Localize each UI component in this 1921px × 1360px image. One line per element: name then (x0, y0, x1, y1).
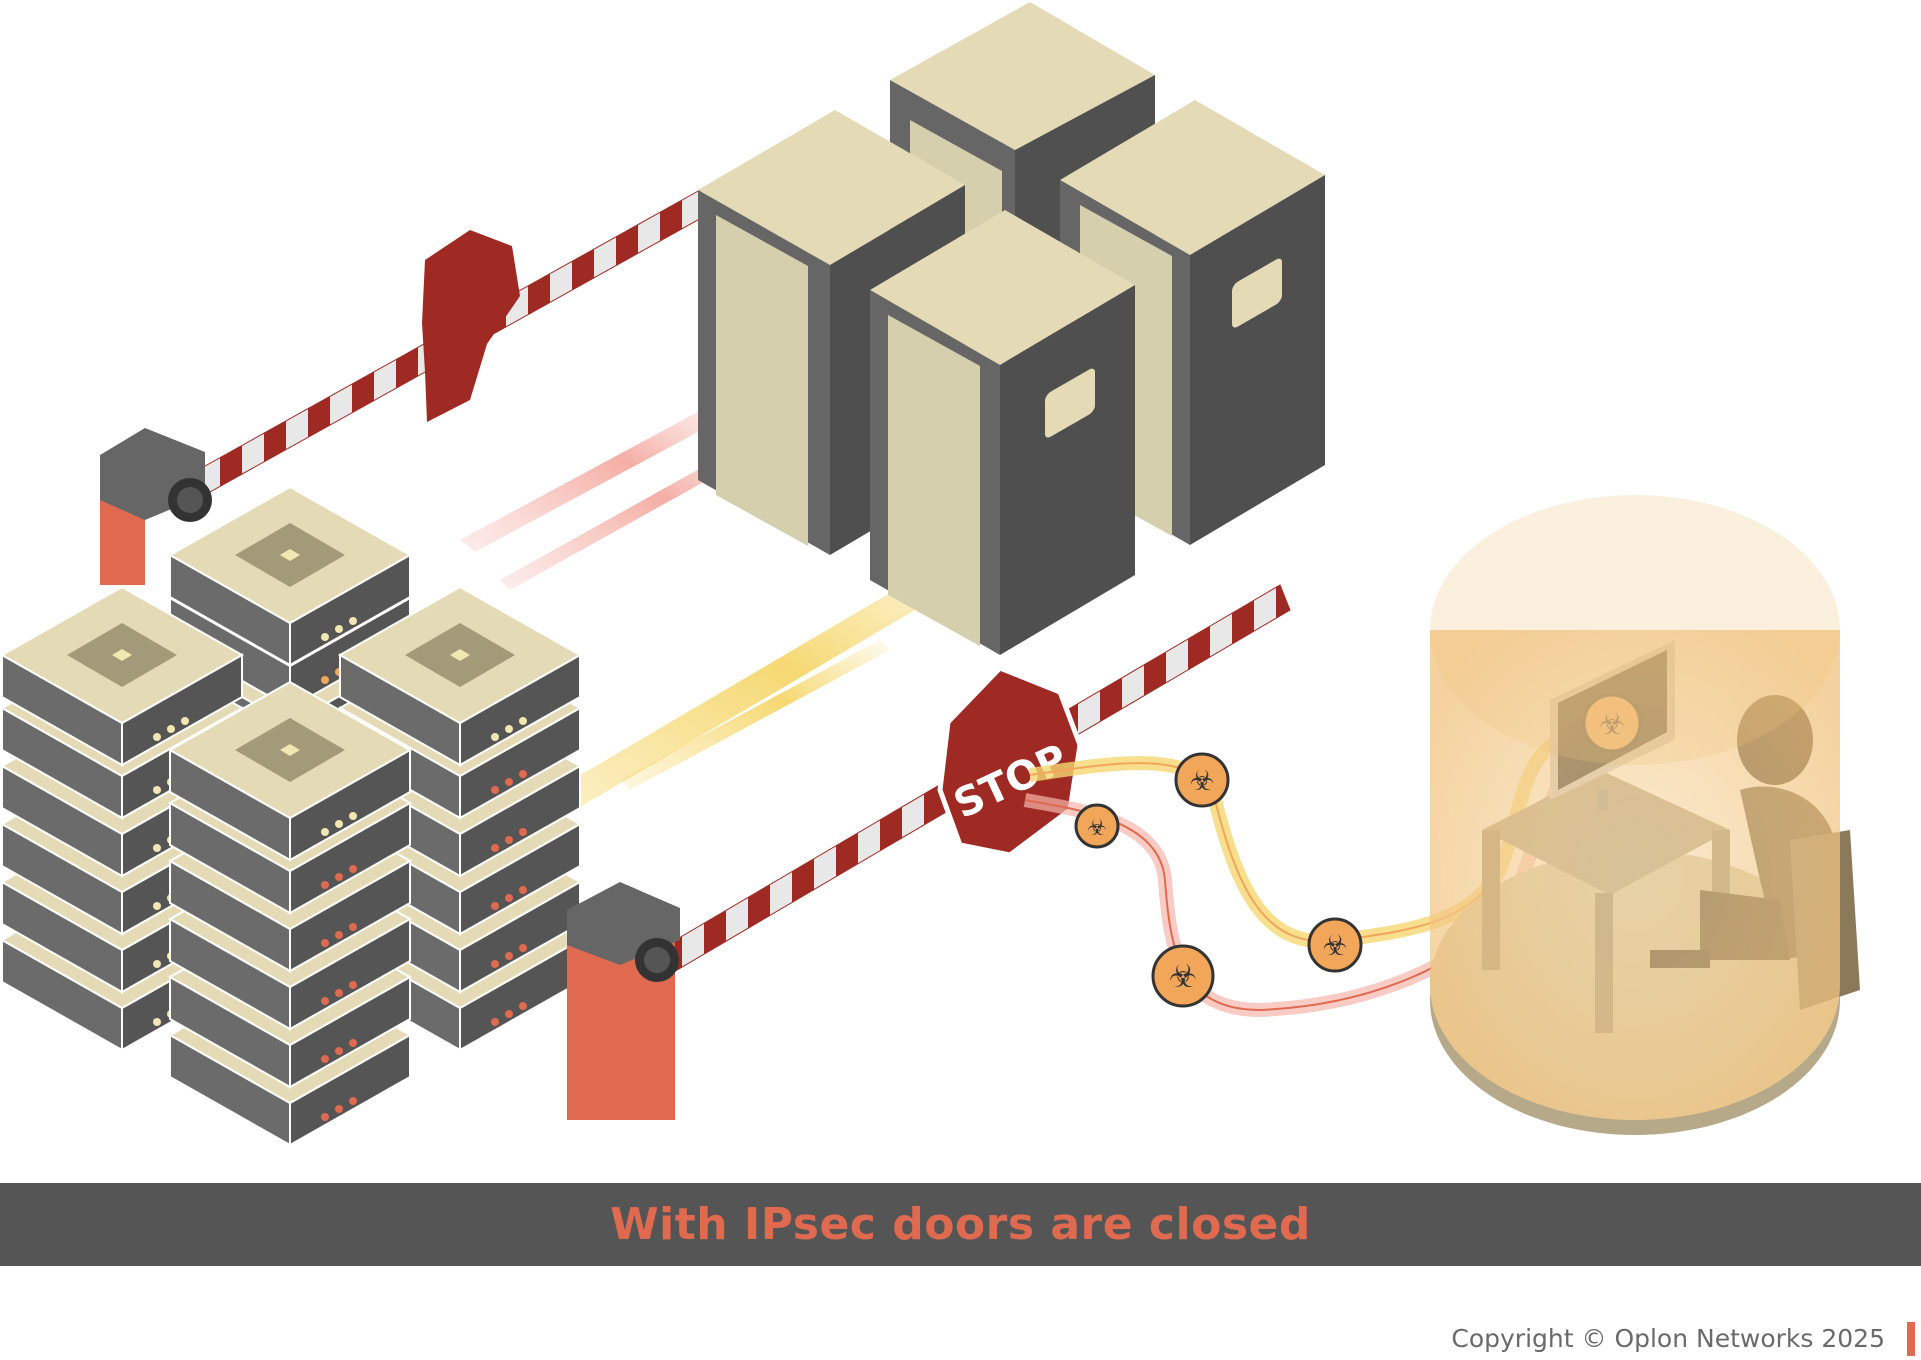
data-beams (460, 400, 1000, 860)
svg-text:☣: ☣ (1169, 957, 1198, 995)
server-stacks (0, 485, 583, 1147)
hacker-workstation: ☣ (1430, 495, 1860, 1135)
security-shield (1430, 495, 1840, 1120)
svg-text:☣: ☣ (1087, 816, 1107, 841)
server-unit (0, 585, 245, 767)
server-unit (167, 485, 413, 667)
server-unit (167, 680, 413, 862)
caption-text: With IPsec doors are closed (610, 1199, 1311, 1250)
stop-sign: STOP (937, 665, 1083, 858)
svg-text:☣: ☣ (1189, 764, 1214, 797)
server-racks (698, 2, 1325, 655)
biohazard-coin-icon: ☣ (1151, 944, 1215, 1008)
biohazard-coin-icon: ☣ (1074, 803, 1120, 849)
biohazard-coin-icon: ☣ (1307, 917, 1363, 973)
lower-barrier: STOP (567, 584, 1291, 1120)
svg-text:☣: ☣ (1322, 929, 1347, 962)
biohazard-coin-icon: ☣ (1174, 752, 1230, 808)
copyright-accent-bar (1907, 1322, 1915, 1356)
copyright-text: Copyright © Oplon Networks 2025 (1451, 1324, 1885, 1353)
upper-barrier (100, 189, 713, 585)
server-unit (337, 585, 583, 767)
caption-bar: With IPsec doors are closed (0, 1183, 1921, 1266)
